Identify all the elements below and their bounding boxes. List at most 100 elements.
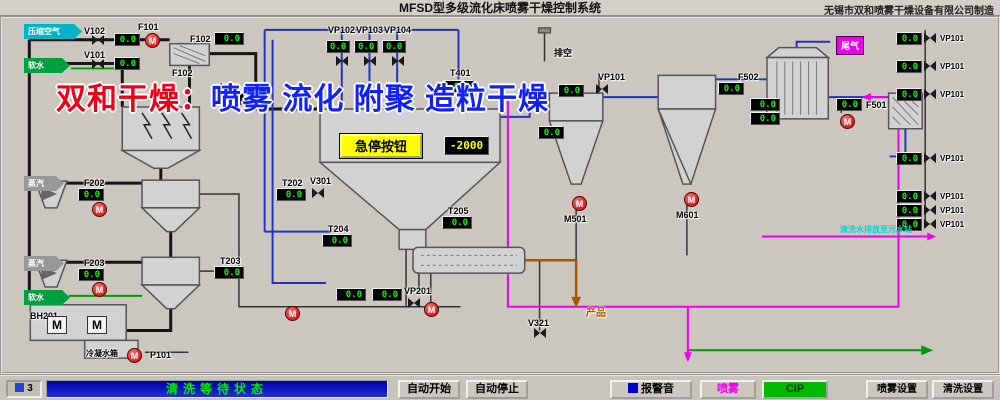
valve-vp101-r6[interactable] [924, 205, 936, 215]
electric-heater-cone [119, 149, 203, 170]
tag-m501: M501 [564, 214, 587, 224]
valve-v321[interactable] [534, 328, 546, 338]
motor-bottom-left[interactable]: M [285, 306, 300, 321]
steam-arrow-1: 蒸汽 [24, 176, 64, 191]
tag-f102-top: F102 [190, 34, 211, 44]
product-pipe [524, 259, 578, 299]
display-f202: 0.0 [78, 188, 104, 201]
condensate-tank-label: 冷凝水箱 [86, 349, 118, 358]
cyclone-left-1-cone [140, 207, 202, 233]
indicator-icon [15, 383, 25, 392]
valve-vp104[interactable] [392, 56, 404, 66]
alarm-sound-icon [628, 383, 638, 393]
display-f203: 0.0 [78, 268, 104, 281]
blue-pipes [263, 28, 907, 284]
spray-settings-button[interactable]: 喷雾设置 [866, 380, 928, 399]
green-arrowhead [921, 345, 934, 356]
tag-vp101-r7: VP101 [940, 220, 965, 229]
display-t203: 0.0 [214, 266, 244, 279]
valve-v301[interactable] [312, 188, 324, 198]
display-vp103: 0.0 [354, 40, 378, 53]
valve-vp101-r3[interactable] [924, 89, 936, 99]
valve-vp103[interactable] [364, 56, 376, 66]
tag-f101: F101 [138, 22, 159, 32]
tag-f502: F502 [738, 72, 759, 82]
tag-v102: V102 [84, 26, 106, 36]
clean-settings-button[interactable]: 清洗设置 [932, 380, 994, 399]
tail-gas-label: 尾气 [836, 36, 865, 55]
display-vp101-r5: 0.0 [896, 190, 922, 203]
manufacturer-label: 无锡市双和喷雾干燥设备有限公司制造 [824, 6, 994, 17]
fan-f501[interactable]: M [840, 114, 855, 129]
display-vp101-r3: 0.0 [896, 88, 922, 101]
display-vp101-r7: 0.0 [896, 218, 922, 231]
cyclone-right-1 [548, 92, 604, 122]
fan-f203[interactable]: M [92, 282, 107, 297]
tag-t401: T401 [450, 68, 471, 78]
pump-p101[interactable]: M [127, 348, 142, 363]
tag-vp201: VP201 [404, 286, 432, 296]
valve-vp101-r1[interactable] [924, 33, 936, 43]
tag-bh201: BH201 [30, 311, 59, 321]
fan-f202[interactable]: M [92, 202, 107, 217]
emergency-stop-button[interactable]: 急停按钮 [339, 133, 423, 159]
valve-vp101-r2[interactable] [924, 61, 936, 71]
cyclone-left-2 [141, 256, 201, 286]
tag-v301: V301 [310, 176, 332, 186]
display-vp101-r1: 0.0 [896, 32, 922, 45]
valve-vp101-mid[interactable] [596, 84, 608, 94]
valve-v101[interactable] [92, 59, 104, 69]
valve-vp201[interactable] [408, 298, 420, 308]
display-vp101-r4: 0.0 [896, 152, 922, 165]
compressed-air-arrow: 压缩空气 [24, 24, 82, 39]
cyclone-left-2-cone [140, 284, 202, 310]
display-t401: 0.0 [444, 80, 474, 93]
status-bar: 清洗等待状态 [46, 380, 388, 398]
tag-vp101-r4: VP101 [940, 154, 965, 163]
valve-vp102[interactable] [336, 56, 348, 66]
tag-vp101-mid: VP101 [598, 72, 626, 82]
tag-vp102: VP102 [328, 25, 356, 35]
valve-vp101-r7[interactable] [924, 219, 936, 229]
display-f102-top: 0.0 [214, 32, 244, 45]
display-f502: 0.0 [718, 82, 744, 95]
tag-t201: T201 [220, 82, 241, 92]
motor-m601[interactable]: M [684, 192, 699, 207]
vessel-details [173, 45, 919, 266]
valve-vp101-r4[interactable] [924, 153, 936, 163]
vessels [29, 27, 923, 359]
valve-vp101-r5[interactable] [924, 191, 936, 201]
motor-m501[interactable]: M [572, 196, 587, 211]
tag-f203: F203 [84, 258, 105, 268]
tag-vp103: VP103 [356, 25, 384, 35]
bottom-toolbar: 3 清洗等待状态 自动开始 自动停止 报警音 喷雾 CIP 喷雾设置 清洗设置 [0, 374, 1000, 400]
spray-button[interactable]: 喷雾 [700, 380, 756, 399]
display-vp101-r2: 0.0 [896, 60, 922, 73]
display-t204: 0.0 [322, 234, 352, 247]
page-title: MFSD型多级流化床喷雾干燥控制系统 [399, 1, 601, 15]
agitator-motor-1[interactable]: M [47, 316, 67, 334]
cip-button[interactable]: CIP [762, 380, 828, 399]
auto-start-button[interactable]: 自动开始 [398, 380, 460, 399]
tag-vp101-r1: VP101 [940, 34, 965, 43]
display-vp101-mid: 0.0 [558, 84, 584, 97]
valve-v102[interactable] [92, 35, 104, 45]
alarm-button-label: 报警音 [641, 383, 674, 395]
heating-element-icons [141, 112, 193, 140]
soft-water-arrow: 软水 [24, 58, 70, 73]
fan-f101[interactable]: M [145, 33, 160, 48]
agitator-motor-2[interactable]: M [87, 316, 107, 334]
tag-t204: T204 [328, 224, 349, 234]
cyclone-left-1 [141, 179, 201, 209]
tag-p101: P101 [150, 350, 172, 360]
vent-cap [537, 27, 552, 34]
auto-stop-button[interactable]: 自动停止 [466, 380, 528, 399]
display-v101: 0.0 [114, 57, 140, 70]
dryer-chute [398, 228, 427, 251]
alarm-mute-button[interactable]: 报警音 [610, 380, 692, 399]
title-bar: MFSD型多级流化床喷雾干燥控制系统 无锡市双和喷雾干燥设备有限公司制造 [0, 0, 1000, 17]
tag-v101: V101 [84, 50, 106, 60]
cyclone-right-2-cone [657, 108, 717, 185]
motor-bottom-center[interactable]: M [424, 302, 439, 317]
